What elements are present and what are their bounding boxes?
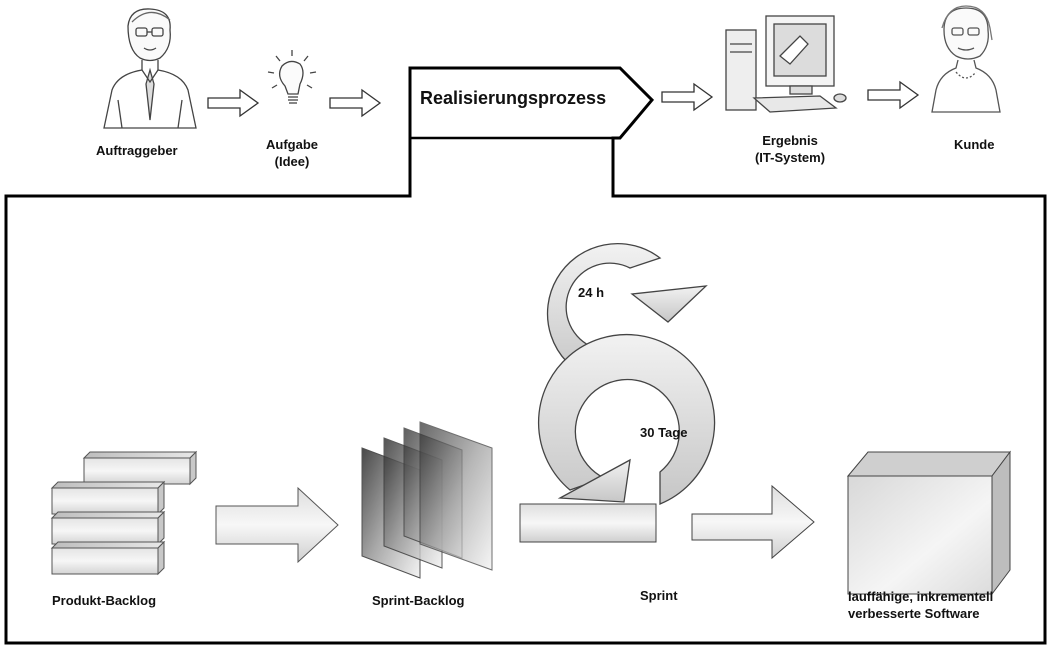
person-man-icon <box>103 8 197 129</box>
software-cube <box>846 450 1011 596</box>
software-result-line2: verbesserte Software <box>848 606 980 621</box>
sprint-arrow-right <box>691 484 815 560</box>
sprint-backlog-sheets <box>361 421 493 579</box>
flow-arrow <box>207 88 260 118</box>
backlog-to-sprint-arrow <box>215 486 339 564</box>
sprint-arrow-left <box>519 503 657 543</box>
result-label: Ergebnis (IT-System) <box>748 132 832 166</box>
backlog-item <box>50 540 166 576</box>
client-label: Auftraggeber <box>96 143 178 158</box>
flow-arrow <box>661 82 714 112</box>
customer-label: Kunde <box>954 137 995 152</box>
task-label: Aufgabe (Idee) <box>264 136 320 170</box>
backlog-item <box>82 450 198 486</box>
daily-cycle-label: 24 h <box>578 285 605 300</box>
task-label-line1: Aufgabe <box>266 137 318 152</box>
backlog-item <box>50 510 166 546</box>
sprint-cycle-label: 30 Tage <box>640 425 688 440</box>
sprint-cycle-ring <box>537 333 716 505</box>
sprint-backlog-label: Sprint-Backlog <box>372 593 465 608</box>
lightbulb-icon <box>267 50 317 104</box>
result-label-line2: (IT-System) <box>754 150 826 165</box>
product-backlog-label: Produkt-Backlog <box>52 593 157 608</box>
task-label-line2: (Idee) <box>274 154 310 169</box>
process-frame <box>4 66 1047 645</box>
computer-icon <box>725 15 847 113</box>
product-backlog-stack <box>50 450 198 576</box>
process-title: Realisierungsprozess <box>420 88 607 108</box>
flow-arrow <box>867 80 920 110</box>
result-label-line1: Ergebnis <box>762 133 818 148</box>
backlog-item <box>50 480 166 516</box>
software-result-line1: lauffähige, inkrementell <box>848 589 994 604</box>
software-result-label: lauffähige, inkrementell verbesserte Sof… <box>848 588 993 622</box>
flow-arrow <box>329 88 382 118</box>
person-woman-icon <box>931 5 1001 113</box>
sprint-label: Sprint <box>640 588 678 603</box>
